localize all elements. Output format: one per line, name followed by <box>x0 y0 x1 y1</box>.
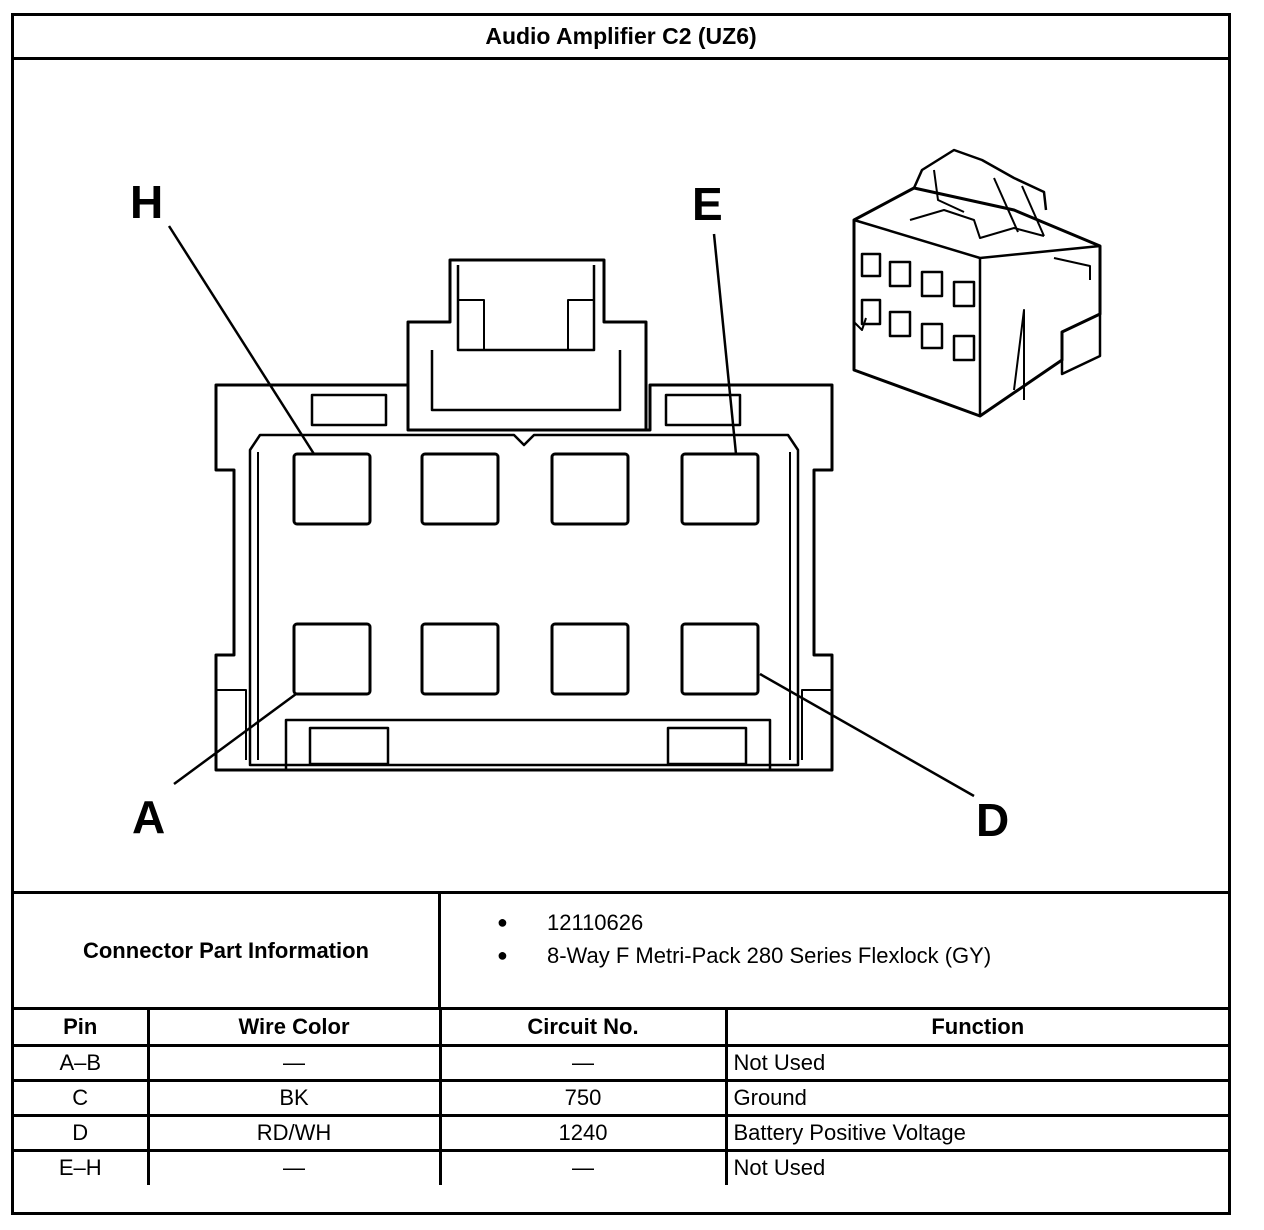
cell-pin: C <box>14 1078 150 1117</box>
pin-table-header: Pin Wire Color Circuit No. Function <box>14 1010 1228 1047</box>
connector-info-label: Connector Part Information <box>14 894 441 1007</box>
connector-diagram: H E A D <box>14 60 1228 891</box>
cell-function: Ground <box>724 1078 1228 1117</box>
cell-circuit-no: — <box>438 1043 728 1082</box>
cell-wire-color: BK <box>146 1078 442 1117</box>
header-circuit-no: Circuit No. <box>438 1010 728 1047</box>
cell-pin: D <box>14 1113 150 1152</box>
header-pin: Pin <box>14 1010 150 1047</box>
bullet-icon: ● <box>497 945 508 965</box>
cell-circuit-no: — <box>438 1148 728 1185</box>
connector-face-drawing: H E A D <box>130 148 1102 846</box>
table-row: C BK 750 Ground <box>14 1078 1228 1117</box>
bullet-icon: ● <box>497 912 508 932</box>
diagram-title: Audio Amplifier C2 (UZ6) <box>14 16 1228 60</box>
cell-pin: E–H <box>14 1148 150 1185</box>
leader-line-e <box>712 233 738 455</box>
cell-circuit-no: 1240 <box>438 1113 728 1152</box>
connector-body-outline <box>214 383 834 772</box>
connector-info-item: ● 12110626 <box>441 906 1228 939</box>
pin-table: Pin Wire Color Circuit No. Function A–B … <box>14 1010 1228 1185</box>
table-row: E–H — — Not Used <box>14 1148 1228 1185</box>
leader-line-d <box>759 672 975 798</box>
connector-part-information: Connector Part Information ● 12110626 ● 8-… <box>14 891 1228 1010</box>
cell-wire-color: RD/WH <box>146 1113 442 1152</box>
connector-sheet: Audio Amplifier C2 (UZ6) <box>11 13 1231 1215</box>
pin-cavity <box>550 452 630 526</box>
connector-inner-cavity <box>248 433 800 767</box>
pin-cavity <box>420 452 500 526</box>
locking-tab <box>406 258 648 430</box>
table-row: D RD/WH 1240 Battery Positive Voltage <box>14 1113 1228 1152</box>
leader-line-h <box>167 225 316 455</box>
pin-label-a: A <box>132 791 165 843</box>
connector-info-list: ● 12110626 ● 8-Way F Metri-Pack 280 Series… <box>441 894 1228 1019</box>
cell-wire-color: — <box>146 1148 442 1185</box>
pin-cavity <box>680 622 760 696</box>
pin-label-e: E <box>692 178 723 230</box>
pin-cavity <box>292 452 372 526</box>
leader-line-a <box>173 692 297 786</box>
pin-cavity <box>680 452 760 526</box>
connector-isometric-illustration <box>852 148 1102 418</box>
pin-label-d: D <box>976 794 1009 846</box>
pin-cavity <box>292 622 372 696</box>
cell-circuit-no: 750 <box>438 1078 728 1117</box>
cell-pin: A–B <box>14 1043 150 1082</box>
pin-cavities <box>292 452 760 696</box>
cell-function: Not Used <box>724 1043 1228 1082</box>
table-row: A–B — — Not Used <box>14 1043 1228 1082</box>
connector-description: 8-Way F Metri-Pack 280 Series Flexlock (… <box>547 943 992 968</box>
pin-label-h: H <box>130 176 163 228</box>
cell-function: Battery Positive Voltage <box>724 1113 1228 1152</box>
bottom-latch <box>284 718 772 770</box>
header-wire-color: Wire Color <box>146 1010 442 1047</box>
connector-info-item: ● 8-Way F Metri-Pack 280 Series Flexlock … <box>441 939 1228 972</box>
cell-wire-color: — <box>146 1043 442 1082</box>
header-function: Function <box>724 1010 1228 1047</box>
part-number: 12110626 <box>547 910 644 935</box>
cell-function: Not Used <box>724 1148 1228 1185</box>
pin-cavity <box>550 622 630 696</box>
pin-cavity <box>420 622 500 696</box>
